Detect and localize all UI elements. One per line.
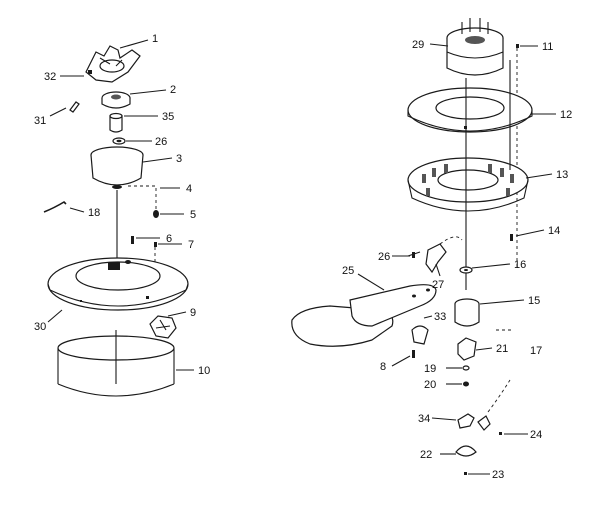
part-24-screw	[499, 432, 502, 435]
part-7-screw	[154, 242, 157, 268]
label-part-13: 13	[556, 169, 568, 181]
part-25-fan-blade	[291, 284, 437, 347]
part-18-pull-chain	[43, 200, 67, 213]
part-1-mounting-bracket	[85, 45, 141, 83]
label-part-25: 25	[342, 265, 354, 277]
label-part-27: 27	[432, 279, 444, 291]
part-30-mounting-plate	[47, 257, 189, 311]
part-31-pin	[69, 101, 80, 113]
label-part-4: 4	[186, 183, 192, 195]
label-part-2: 2	[170, 84, 176, 96]
part-28-screw	[412, 252, 415, 258]
part-22-cap	[455, 445, 477, 457]
part-35-coupling	[109, 112, 123, 133]
part-3-canopy	[90, 146, 144, 189]
part-17-pull-chain-set	[487, 329, 512, 413]
part-2-hanger-ball	[101, 91, 131, 109]
label-part-24: 24	[530, 429, 542, 441]
label-part-15: 15	[528, 295, 540, 307]
label-part-1: 1	[152, 33, 158, 45]
part-6-screw	[131, 236, 134, 244]
part-9-switch	[149, 315, 177, 339]
label-part-30: 30	[34, 321, 46, 333]
label-part-18: 18	[88, 207, 100, 219]
label-part-23: 23	[492, 469, 504, 481]
part-14-screw	[510, 234, 513, 241]
label-part-17: 17	[530, 345, 542, 357]
label-part-11: 11	[542, 41, 553, 53]
part-23-screw	[464, 472, 467, 475]
label-part-29: 29	[412, 39, 424, 51]
part-27-blade-arm	[425, 236, 463, 274]
label-part-14: 14	[548, 225, 560, 237]
label-part-19: 19	[424, 363, 436, 375]
label-part-10: 10	[198, 365, 210, 377]
label-part-8: 8	[380, 361, 386, 373]
label-part-20: 20	[424, 379, 436, 391]
label-part-31: 31	[34, 115, 46, 127]
label-part-3: 3	[176, 153, 182, 165]
part-12-upper-ring	[407, 87, 533, 133]
part-4-screw	[128, 185, 157, 210]
part-15-switch-housing	[454, 298, 480, 327]
part-33-clip	[411, 325, 429, 345]
leader-lines	[47, 39, 556, 475]
label-part-5: 5	[190, 209, 196, 221]
part-11-screw	[516, 44, 519, 268]
label-part-26-right: 26	[378, 251, 390, 263]
label-part-34: 34	[418, 413, 430, 425]
part-21-switch	[457, 337, 477, 361]
label-part-12: 12	[560, 109, 572, 121]
part-34-bracket	[457, 413, 475, 429]
part-20-nut	[463, 381, 469, 387]
label-part-21: 21	[496, 343, 508, 355]
part-10-trim-ring	[57, 330, 175, 397]
part-26-ring-left	[112, 137, 126, 145]
part-13-motor-housing	[407, 157, 529, 212]
part-8-screw-right	[412, 350, 415, 358]
part-17-fastener	[477, 415, 491, 431]
part-16-washer	[459, 266, 473, 274]
part-5-nut	[153, 210, 159, 218]
label-part-33: 33	[434, 311, 446, 323]
part-19-washer	[462, 365, 470, 371]
label-part-32: 32	[44, 71, 56, 83]
label-part-22: 22	[420, 449, 432, 461]
label-part-26-left: 26	[155, 136, 167, 148]
label-part-7: 7	[188, 239, 194, 251]
label-part-9: 9	[190, 307, 196, 319]
label-part-6: 6	[166, 233, 172, 245]
part-29-motor	[446, 18, 504, 76]
label-part-16: 16	[514, 259, 526, 271]
label-part-35: 35	[162, 111, 174, 123]
